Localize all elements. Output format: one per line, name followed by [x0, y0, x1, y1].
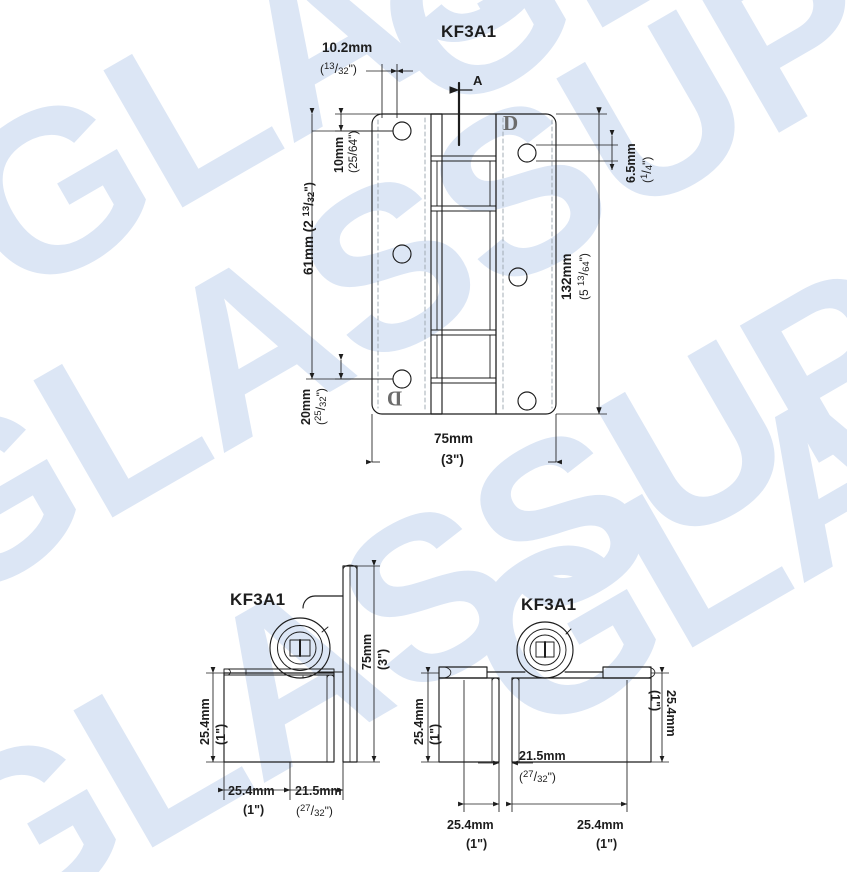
side-right-view-geometry: [438, 621, 656, 763]
dim-right-left-width-mm: 25.4mm: [447, 818, 494, 832]
dim-leaf-edge-offset-inch: (13/32"): [320, 61, 357, 77]
side-left-view-dimensions: [206, 560, 380, 800]
dim-right-left-width-inch: (1"): [466, 837, 488, 851]
side-left-view-title: KF3A1: [230, 590, 286, 609]
dim-top-hole-offset-inch: (25/64"): [346, 130, 360, 173]
dim-right-left-height-inch: (1"): [428, 723, 442, 745]
dim-left-knuckle-width-inch: (27/32"): [296, 803, 333, 819]
dim-right-hole-offset-inch: (1/4"): [639, 156, 655, 183]
dim-left-knuckle-width-mm: 21.5mm: [295, 784, 342, 798]
dim-overall-width-inch: (3"): [441, 452, 464, 467]
side-right-view-dimensions: [421, 667, 669, 812]
dim-right-right-width-mm: 25.4mm: [577, 818, 624, 832]
dim-pin-height-inch: (3"): [376, 648, 390, 670]
dim-right-right-width-inch: (1"): [596, 837, 618, 851]
dim-right-right-height-inch: (1"): [648, 690, 662, 712]
front-view-title: KF3A1: [441, 22, 497, 41]
dim-overall-height: 132mm: [559, 253, 574, 300]
dim-left-leaf-width-inch: (1"): [243, 803, 265, 817]
dim-right-right-height: 25.4mm: [664, 690, 678, 737]
front-view-dimensions: [306, 64, 618, 462]
brand-logo-mark-bottom: D: [388, 386, 403, 411]
dim-left-leaf-width-mm: 25.4mm: [228, 784, 275, 798]
side-right-view-title: KF3A1: [521, 595, 577, 614]
dim-hole-spacing: 61mm (2 13/32"): [301, 182, 317, 275]
dim-left-pocket-height-inch: (1"): [214, 723, 228, 745]
section-marker-a: A: [473, 73, 483, 88]
dim-right-gap-inch: (27/32"): [519, 769, 556, 785]
dim-overall-height-inch: (5 13/64"): [576, 253, 592, 300]
front-view-geometry: [371, 81, 557, 415]
dim-overall-width-mm: 75mm: [434, 431, 474, 446]
dim-right-gap-mm: 21.5mm: [519, 749, 566, 763]
brand-logo-mark-top: D: [503, 111, 518, 135]
dim-leaf-edge-offset-mm: 10.2mm: [322, 40, 373, 55]
side-left-view-geometry: [223, 564, 358, 763]
dim-bottom-hole-offset-inch: (25/32"): [313, 388, 329, 425]
